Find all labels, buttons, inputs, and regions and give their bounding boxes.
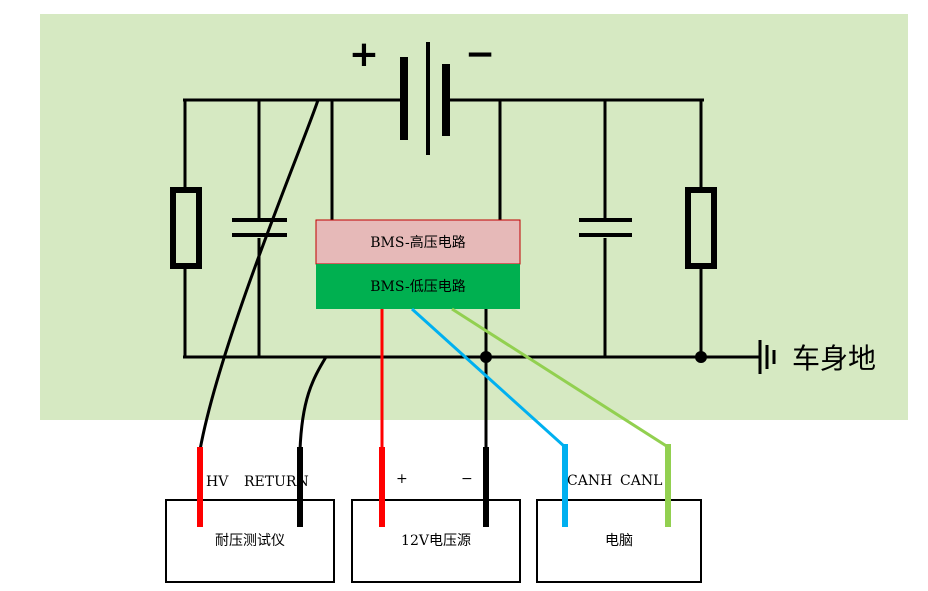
pin-canh-label: CANH: [567, 473, 612, 489]
pin-plus-label: +: [396, 471, 408, 487]
pin-canl-label: CANL: [620, 473, 662, 489]
capacitor-right: [577, 218, 637, 238]
canh-wire: [410, 307, 567, 449]
canl-wire: [451, 307, 669, 449]
pin-minus-label: −: [461, 471, 473, 487]
bms-high-voltage-block: [315, 219, 521, 265]
bms-low-voltage-label: BMS-低压电路: [370, 279, 465, 295]
pin-return-label: RETURN: [244, 474, 309, 490]
computer-name: 电脑: [605, 533, 633, 549]
supply-name: 12V电压源: [401, 533, 471, 549]
pin-hv-label: HV: [206, 474, 229, 490]
battery-plus-label: +: [349, 34, 379, 75]
hv-wire: [198, 99, 320, 451]
resistor-left: [170, 187, 202, 269]
ground-icon: [758, 340, 776, 374]
ground-label: 车身地: [792, 342, 876, 375]
capacitor-left: [230, 218, 290, 238]
junction-dot: [695, 351, 707, 363]
resistor-right: [685, 187, 717, 269]
battery-symbol: [400, 42, 450, 155]
bms-high-voltage-label: BMS-高压电路: [370, 234, 465, 251]
return-wire: [298, 356, 328, 451]
bms-low-voltage-block: [316, 264, 520, 309]
tester-box: [165, 499, 335, 583]
tester-name: 耐压测试仪: [215, 533, 285, 549]
battery-minus-label: −: [465, 34, 495, 75]
